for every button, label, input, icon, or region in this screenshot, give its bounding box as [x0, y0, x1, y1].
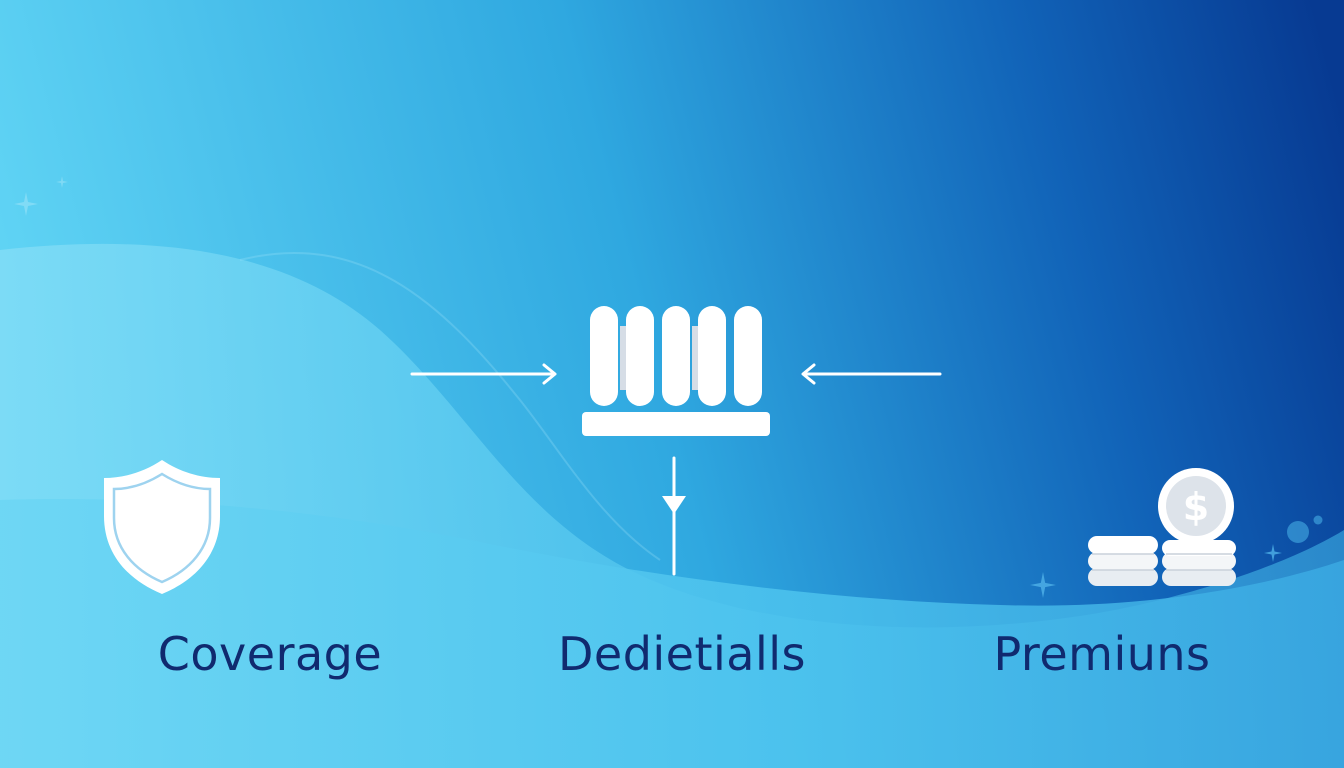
sparkle-icon [56, 176, 68, 188]
bubble-decoration [1313, 515, 1323, 525]
shield-icon [104, 460, 220, 594]
coins-dollar-icon: $ [1088, 468, 1236, 586]
deductibles-label: Dedietialls [557, 627, 807, 681]
arrow-left-icon [801, 363, 942, 385]
sparkle-icon [1030, 572, 1056, 598]
sparkle-icon [14, 192, 38, 216]
columns-building-icon [582, 306, 770, 436]
dollar-sign-icon: $ [1183, 485, 1209, 529]
sparkle-icon [1264, 544, 1282, 562]
premiums-label: Premiuns [993, 627, 1211, 681]
coverage-label: Coverage [157, 627, 383, 681]
bubble-decoration [1287, 521, 1309, 543]
arrow-right-icon [410, 363, 557, 385]
arrow-down-icon [662, 456, 686, 576]
